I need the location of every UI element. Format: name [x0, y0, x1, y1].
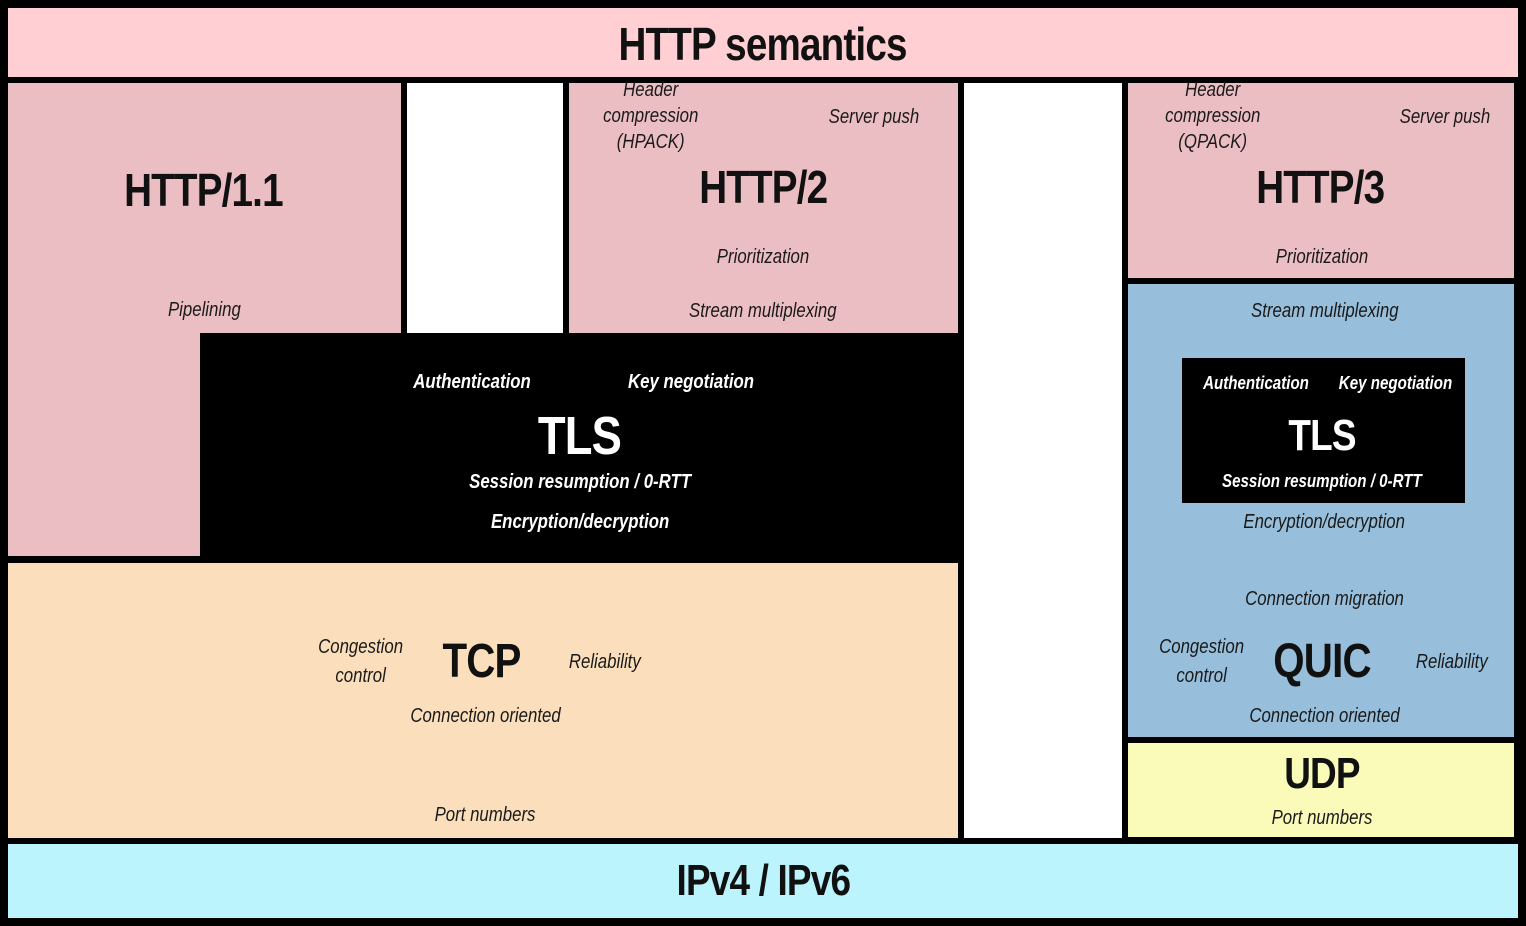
ip-bar [8, 844, 1518, 918]
udp-box [1128, 743, 1514, 837]
http3-box [1128, 83, 1514, 278]
tcp-box [8, 563, 958, 838]
gap-column-right [964, 83, 1122, 838]
tls-box [200, 333, 960, 563]
http2-box [569, 83, 958, 333]
gap-column-left [407, 83, 563, 333]
http-semantics-bar [8, 8, 1518, 77]
quic-tls-box [1182, 358, 1465, 503]
